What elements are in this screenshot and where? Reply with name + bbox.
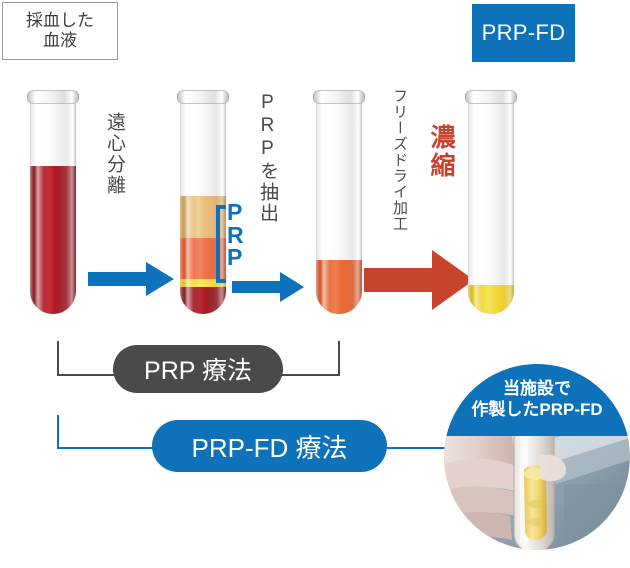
layer-red-cells [180,287,226,314]
prp-letter-3: P [227,244,243,271]
collected-blood-caption-line1: 採血した [26,10,94,30]
tube-rim [27,90,79,104]
tube-rim [313,90,365,104]
label-freeze-dry: フリーズドライ加工 [391,88,408,232]
photo-caption-line1: 当施設で [503,379,571,399]
tube-liquid-stack [316,260,362,314]
tube-liquid-stack [468,285,514,314]
prp-fd-photo: 当施設で 作製したPRP-FD [444,364,630,550]
prp-fd-therapy-pill: PRP-FD 療法 [152,420,387,472]
bracket-tip-top [216,205,226,209]
tube-rim [465,90,517,104]
tube-prp-fd [465,86,517,314]
tube-liquid-stack [30,166,76,314]
collected-blood-caption: 採血した 血液 [2,2,118,60]
prp-letter-2: R [227,221,244,248]
arrow-extract-prp [232,272,304,302]
prp-fd-photo-image [444,364,630,550]
arrow-freeze-dry [364,250,474,310]
tube-glass [316,98,362,314]
prp-fd-photo-caption: 当施設で 作製したPRP-FD [444,364,630,436]
label-concentrate: 濃縮 [427,124,455,180]
tube-glass [468,98,514,314]
arrow-centrifuge [88,262,174,296]
layer-freeze-dried-prp [468,285,514,314]
tube-extracted-prp [313,86,365,314]
layer-whole-blood [30,166,76,314]
bracket-tip-bottom [216,279,226,283]
prp-therapy-pill: PRP 療法 [113,345,283,393]
label-centrifuge: 遠心分離 [104,112,125,196]
tube-rim [177,90,229,104]
collected-blood-caption-line2: 血液 [43,31,77,50]
prp-fd-badge: PRP-FD [472,4,575,62]
tube-whole-blood [27,86,79,314]
prp-layer-bracket: P R P [216,201,250,283]
bracket-bar [216,205,220,283]
layer-prp [316,260,362,314]
prp-bracket-letters: P R P [227,201,244,269]
label-extract-prp: PRPを抽出 [257,92,278,224]
prp-letter-1: P [227,199,243,225]
photo-caption-line2: 作製したPRP-FD [471,400,603,419]
tube-glass [30,98,76,314]
